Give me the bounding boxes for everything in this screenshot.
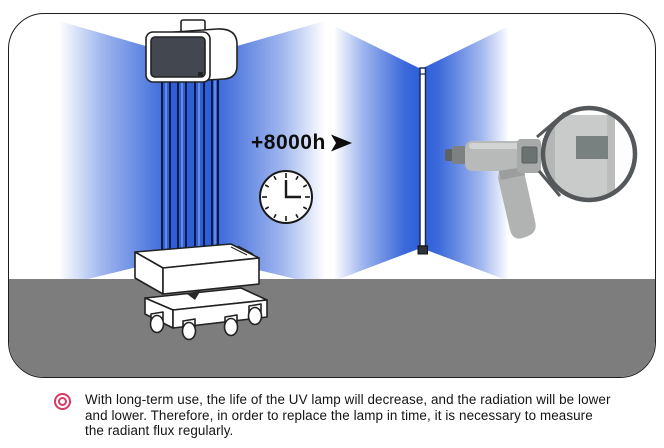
caster-wheels — [149, 303, 263, 341]
right-arrow-icon — [330, 134, 352, 152]
floor — [9, 279, 655, 377]
duration-annotation: +8000h — [251, 131, 353, 155]
clock-icon — [259, 170, 313, 224]
caption-line: the radiant flux regularly. — [85, 423, 234, 439]
illustration-panel: +8000h — [8, 13, 656, 378]
uv-robot-illustration — [134, 19, 268, 341]
uv-lamp-tube — [417, 67, 428, 255]
duration-label: +8000h — [251, 131, 326, 154]
radiometer-gun — [445, 139, 541, 239]
caption-line: With long-term use, the life of the UV l… — [85, 392, 611, 407]
magnifier-circle — [536, 105, 638, 203]
caption-text: With long-term use, the life of the UV l… — [85, 392, 611, 439]
robot-head — [145, 19, 238, 83]
double-ring-bullet-icon — [54, 393, 71, 410]
uv-lamp-tubes — [161, 80, 219, 254]
caption-line: and lower. Therefore, in order to replac… — [85, 407, 593, 423]
robot-base — [134, 243, 268, 341]
caption: With long-term use, the life of the UV l… — [54, 392, 650, 439]
radiometer-illustration — [445, 105, 638, 239]
